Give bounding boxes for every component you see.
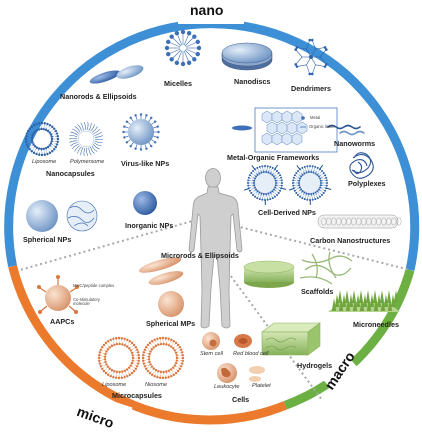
- rbc-label: Red blood cell: [233, 351, 269, 357]
- nanorods-label: Nanorods & Ellipsoids: [60, 92, 137, 101]
- human-figure-icon: [188, 168, 243, 329]
- carbon-nanostructure-icon: [317, 214, 402, 229]
- polyplexes-label: Polyplexes: [348, 179, 386, 188]
- micro-liposome-label: Liposome: [102, 382, 127, 388]
- dendrimers-label: Dendrimers: [291, 84, 331, 93]
- liposome-nano-icon: [24, 121, 60, 157]
- inorganic-nps-label: Inorganic NPs: [125, 221, 174, 230]
- leukocyte-label: Leukocyte: [214, 384, 240, 390]
- section-dividers: [19, 219, 411, 401]
- micro-label-gap: [67, 390, 133, 436]
- mhc-label: MHC/peptide complex: [73, 283, 115, 288]
- nanodiscs-label: Nanodiscs: [234, 77, 271, 86]
- micelle-icon: [164, 29, 202, 67]
- virus-like-np-icon: [122, 113, 160, 151]
- polyplex-icon: [349, 152, 374, 179]
- nanoworms-label: Nanoworms: [334, 139, 376, 148]
- mof-icon: [232, 107, 338, 153]
- scaffold-fiber-icon: [299, 251, 353, 285]
- ring-macro-arc: [283, 268, 415, 410]
- costim-label: Co-stimulatory molecule: [73, 297, 100, 307]
- niosome-label: Niosome: [145, 382, 168, 388]
- platelet-label: Platelet: [252, 383, 271, 389]
- aapcs-label: AAPCs: [50, 317, 75, 326]
- nanodisc-icon: [221, 42, 273, 71]
- carbon-label: Carbon Nanostructures: [310, 236, 391, 245]
- polymersome-icon: [68, 121, 104, 157]
- spherical-mps-label: Spherical MPs: [146, 319, 196, 328]
- hydrogel-icon: [261, 322, 321, 356]
- scaffold-icon: [243, 260, 295, 288]
- spherical-np-icon: [26, 200, 98, 232]
- polymersome-label: Polymersome: [70, 159, 105, 165]
- microcapsule-icon: [97, 336, 185, 380]
- spherical-mp-icon: [158, 291, 184, 317]
- stem-cell-label: Stem cell: [200, 351, 224, 357]
- microneedles-label: Microneedles: [353, 320, 399, 329]
- microneedle-icon: [328, 290, 400, 312]
- dendrimer-icon: [294, 38, 328, 76]
- cell-derived-np-icon: [244, 164, 332, 206]
- microrod-icon: [138, 257, 184, 285]
- inorganic-np-icon: [133, 191, 157, 215]
- mof-metal-label: Metal: [310, 115, 321, 120]
- hydrogels-label: Hydrogels: [297, 361, 333, 370]
- spherical-nps-label: Spherical NPs: [23, 235, 72, 244]
- aapc-icon: [36, 275, 79, 315]
- nanorods-icon: [89, 65, 144, 84]
- microcapsules-label: Microcapsules: [112, 391, 162, 400]
- mof-linker-label: Organic linker: [309, 124, 335, 129]
- cells-label: Cells: [232, 395, 250, 404]
- nano-liposome-label: Liposome: [32, 159, 57, 165]
- nano-section-label: nano: [190, 2, 224, 18]
- divider-bottom: [221, 263, 323, 401]
- macro-label-gap: [310, 342, 370, 403]
- nanocapsules-label: Nanocapsules: [46, 169, 95, 178]
- outer-ring: [4, 0, 420, 436]
- virus-like-label: Virus-like NPs: [121, 159, 170, 168]
- mof-label: Metal-Organic Frameworks: [227, 153, 320, 162]
- micelles-label: Micelles: [164, 79, 192, 88]
- cell-derived-label: Cell-Derived NPs: [258, 208, 316, 217]
- cells-icon: [202, 332, 265, 383]
- nano-label-gap: [178, 0, 244, 24]
- divider-micro: [19, 219, 197, 271]
- ring-micro-arc: [8, 265, 287, 425]
- scaffolds-label: Scaffolds: [301, 287, 334, 296]
- nanoworm-icon: [327, 124, 365, 136]
- microrods-label: Microrods & Ellipsoids: [161, 251, 239, 260]
